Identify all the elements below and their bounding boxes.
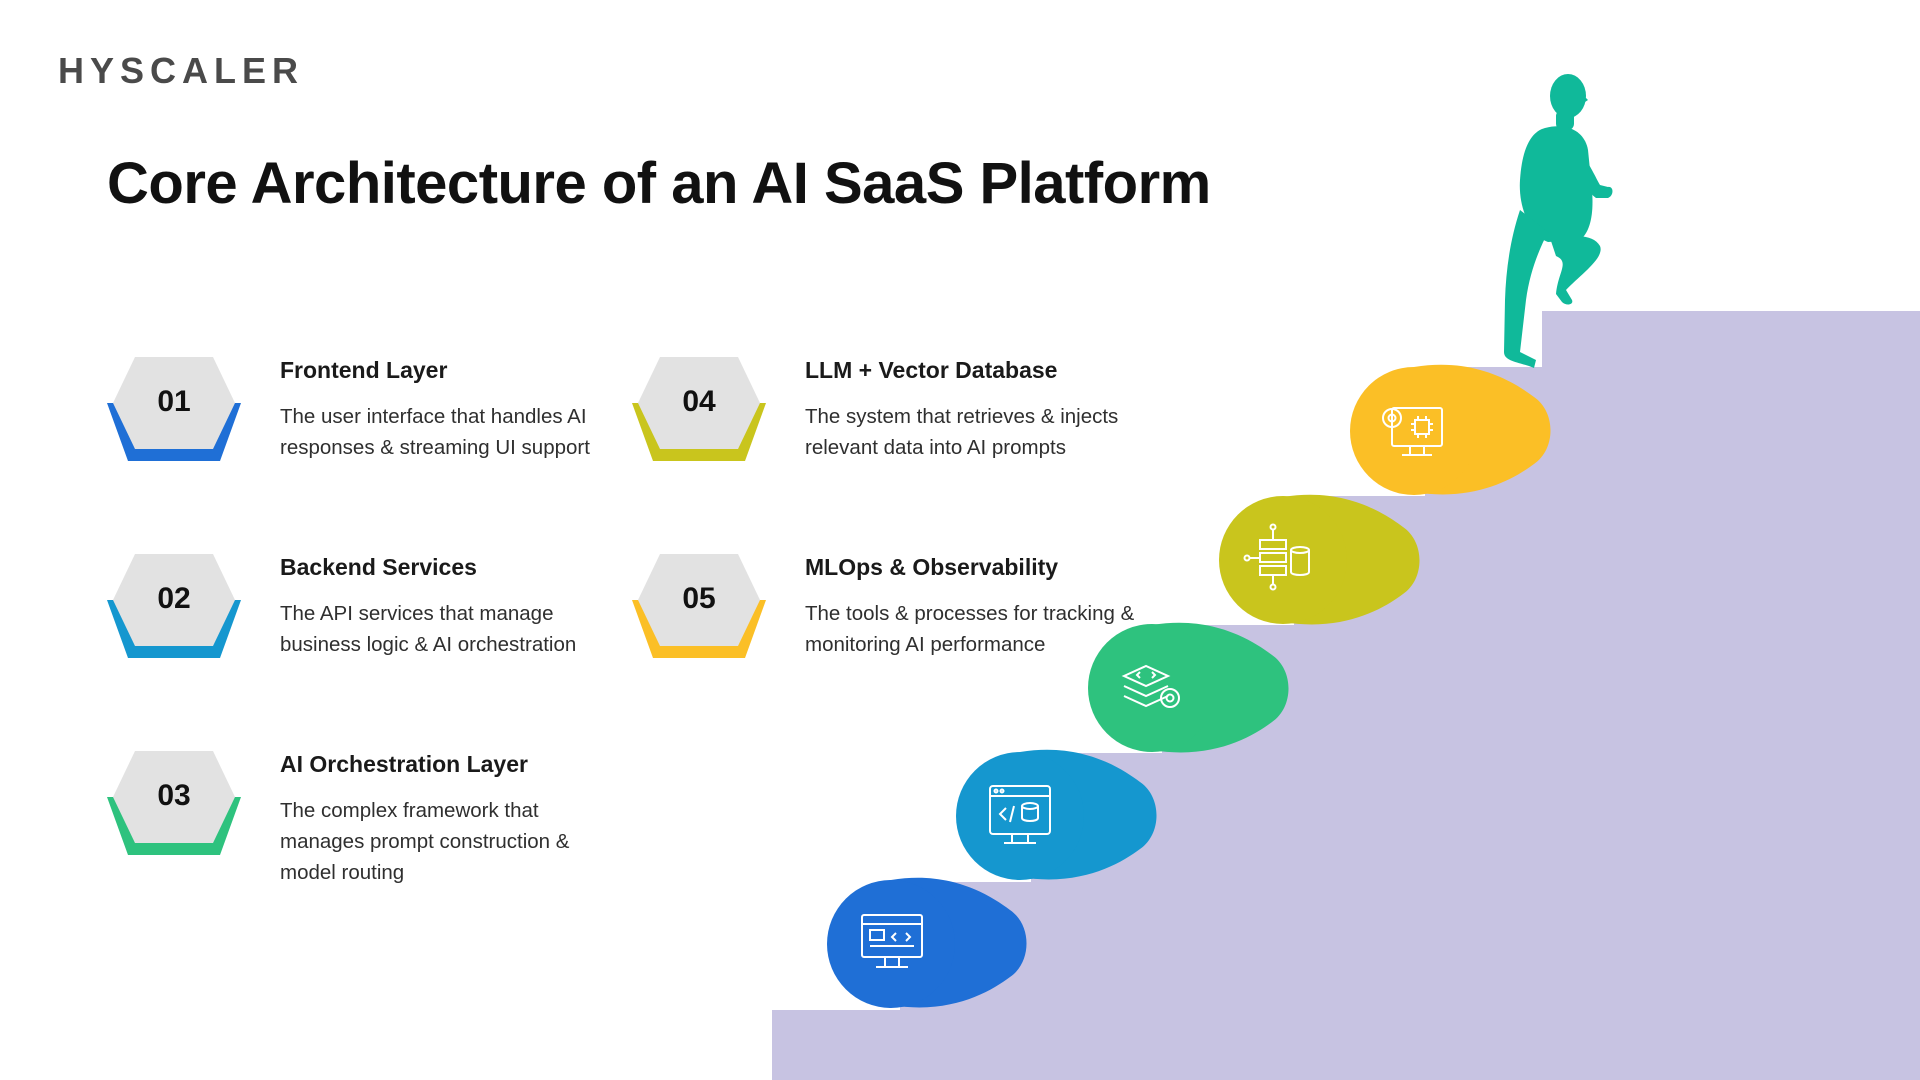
hexagon-badge: 04 [632, 357, 766, 461]
step-bulb-mlops [1350, 364, 1551, 495]
layer-item-frontend: 01 Frontend Layer The user interface tha… [107, 357, 607, 547]
hexagon-badge: 03 [107, 751, 241, 855]
layer-heading: AI Orchestration Layer [280, 751, 528, 777]
step-bulb-backend [956, 749, 1157, 880]
monitor-chip-gear-icon [1382, 407, 1443, 456]
layer-description: The user interface that handles AI respo… [280, 405, 590, 459]
layer-description: The system that retrieves & injects rele… [805, 405, 1119, 459]
layer-heading: Backend Services [280, 554, 477, 580]
layer-number: 04 [682, 385, 716, 418]
layer-number: 01 [157, 385, 191, 418]
step-bulb-llm-vector [1219, 494, 1420, 625]
layer-number: 05 [682, 582, 716, 615]
monitor-database-icon [989, 785, 1051, 844]
hexagon-badge: 02 [107, 554, 241, 658]
step-bulb-frontend [827, 877, 1027, 1008]
staircase [772, 311, 1920, 1080]
layer-item-llm-vector: 04 LLM + Vector Database The system that… [632, 357, 1132, 547]
layer-description: The complex framework that manages promp… [280, 799, 570, 884]
server-network-icon [1243, 523, 1310, 591]
layer-number: 03 [157, 779, 191, 812]
layer-heading: MLOps & Observability [805, 554, 1059, 580]
layer-heading: Frontend Layer [280, 357, 448, 383]
layer-description: The tools & processes for tracking & mon… [805, 602, 1135, 656]
hexagon-badge: 05 [632, 554, 766, 658]
climbing-person-figure [1504, 74, 1613, 368]
layer-number: 02 [157, 582, 191, 615]
layer-description: The API services that manage business lo… [280, 602, 577, 656]
code-layers-gear-icon [1121, 664, 1180, 708]
monitor-code-icon [861, 914, 923, 968]
brand-logo: HYSCALER [58, 50, 305, 91]
layer-item-orchestration: 03 AI Orchestration Layer The complex fr… [107, 751, 607, 941]
layer-item-mlops: 05 MLOps & Observability The tools & pro… [632, 554, 1134, 744]
layer-heading: LLM + Vector Database [805, 357, 1058, 383]
step-bulb-orchestration [1088, 622, 1289, 753]
layer-item-backend: 02 Backend Services The API services tha… [107, 554, 607, 744]
hexagon-badge: 01 [107, 357, 241, 461]
page-title: Core Architecture of an AI SaaS Platform [107, 151, 1211, 216]
